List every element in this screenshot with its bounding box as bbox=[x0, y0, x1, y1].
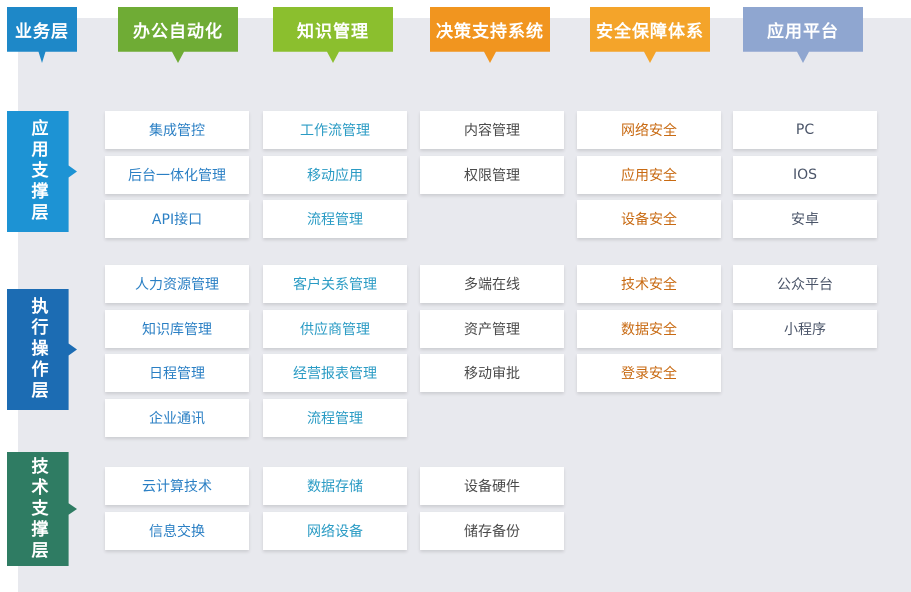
module-cell: 网络设备 bbox=[263, 512, 407, 550]
module-cell: 权限管理 bbox=[420, 156, 564, 194]
module-cell: 工作流管理 bbox=[263, 111, 407, 149]
module-cell: 后台一体化管理 bbox=[105, 156, 249, 194]
module-cell: 公众平台 bbox=[733, 265, 877, 303]
module-cell: 资产管理 bbox=[420, 310, 564, 348]
module-cell: 登录安全 bbox=[577, 354, 721, 392]
diagram-background bbox=[18, 18, 911, 592]
module-cell: 企业通讯 bbox=[105, 399, 249, 437]
module-cell: 数据存储 bbox=[263, 467, 407, 505]
module-cell: 流程管理 bbox=[263, 200, 407, 238]
layer-label-text: 应用支撑层 bbox=[27, 119, 48, 224]
module-cell: 供应商管理 bbox=[263, 310, 407, 348]
module-cell: 知识库管理 bbox=[105, 310, 249, 348]
module-cell: 数据安全 bbox=[577, 310, 721, 348]
module-cell: 技术安全 bbox=[577, 265, 721, 303]
module-cell: 日程管理 bbox=[105, 354, 249, 392]
module-cell: 经营报表管理 bbox=[263, 354, 407, 392]
module-cell: 移动审批 bbox=[420, 354, 564, 392]
module-cell: API接口 bbox=[105, 200, 249, 238]
module-cell: 储存备份 bbox=[420, 512, 564, 550]
layer-label-2: 执行操作层 bbox=[7, 289, 77, 410]
module-cell: 网络安全 bbox=[577, 111, 721, 149]
module-cell: 多端在线 bbox=[420, 265, 564, 303]
layer-label-text: 技术支撑层 bbox=[27, 456, 48, 562]
module-cell: 信息交换 bbox=[105, 512, 249, 550]
module-cell: IOS bbox=[733, 156, 877, 194]
module-cell: 移动应用 bbox=[263, 156, 407, 194]
module-cell: 流程管理 bbox=[263, 399, 407, 437]
module-cell: 集成管控 bbox=[105, 111, 249, 149]
module-cell: 云计算技术 bbox=[105, 467, 249, 505]
layer-label-3: 技术支撑层 bbox=[7, 452, 77, 566]
module-cell: 设备安全 bbox=[577, 200, 721, 238]
module-cell: PC bbox=[733, 111, 877, 149]
module-cell: 小程序 bbox=[733, 310, 877, 348]
layer-label-text: 执行操作层 bbox=[27, 297, 48, 402]
module-cell: 设备硬件 bbox=[420, 467, 564, 505]
module-cell: 安卓 bbox=[733, 200, 877, 238]
module-cell: 人力资源管理 bbox=[105, 265, 249, 303]
layer-label-1: 应用支撑层 bbox=[7, 111, 77, 232]
module-cell: 应用安全 bbox=[577, 156, 721, 194]
module-cell: 内容管理 bbox=[420, 111, 564, 149]
module-cell: 客户关系管理 bbox=[263, 265, 407, 303]
